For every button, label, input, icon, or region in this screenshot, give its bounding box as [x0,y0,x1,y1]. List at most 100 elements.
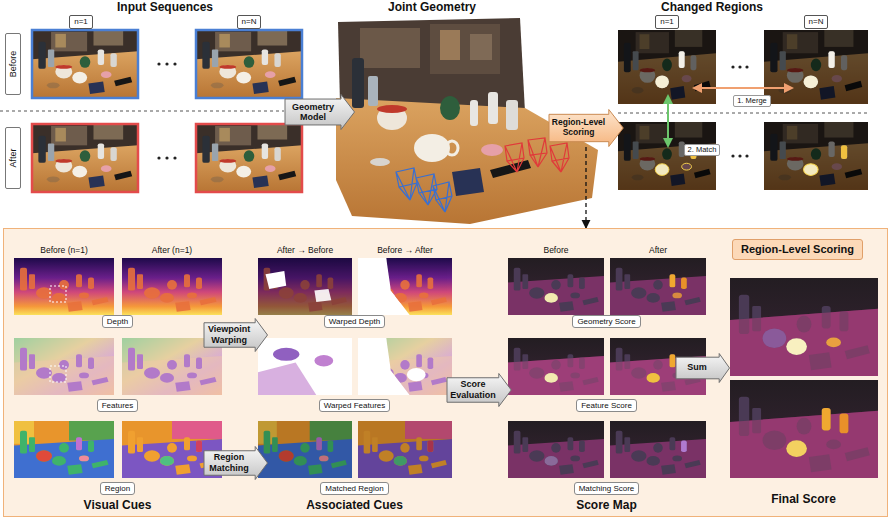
point-cloud [470,100,478,126]
panel-ground [3,228,888,517]
ellipsis-dots [173,156,176,159]
score-map-images [508,421,604,478]
point-cloud [377,105,407,113]
row-separator [0,111,284,112]
node-text: Matching Score [579,484,635,493]
score-map-images [670,274,676,287]
point-cloud [430,24,500,74]
step-label: 1. Merge [733,95,771,108]
node-text: n=N [242,17,257,26]
node-text: Region [105,484,130,493]
point-cloud [440,30,460,60]
associated-cue-images [358,338,452,395]
changed-region-frames [655,75,669,88]
node-label: Geometry Score [577,317,635,326]
changed-region-frames [764,122,868,190]
node-label: Geometry Model [289,102,337,123]
node-label: Region [105,484,130,493]
section-title: Input Sequences [117,1,213,14]
associated-cue-images [258,338,352,395]
detail-panel: Visual CuesAssociated CuesScore MapFinal… [3,228,888,517]
node-label: Features [102,401,134,410]
node-text: Score Evaluation [450,379,497,400]
score-map-images [672,293,682,299]
node-label: Sum [682,362,712,372]
associated-cue-images [358,421,452,478]
associated-cue-images [358,421,452,478]
associated-cue-images [258,258,352,315]
visual-cue-images [50,366,66,382]
score-map-images [508,258,604,315]
arrow-outline [204,318,268,351]
visual-cue-images [122,258,222,315]
score-map-images [670,354,676,367]
column-caption: After → Before [277,246,333,255]
column-caption: Before → After [377,246,433,255]
associated-cue-images [258,421,352,478]
dashed-connector [585,147,586,228]
tag-label: Region [100,482,135,495]
row-tab: After [5,127,21,189]
input-frames [196,30,302,98]
node-label: 1. Merge [737,97,767,106]
node-text: Matched Region [325,484,383,493]
changed-region-frames [618,30,716,104]
node-label: Depth [107,317,128,326]
node-text: After [8,148,18,167]
input-frames [32,30,138,98]
merge-arrow [694,87,792,89]
final-score-images [826,338,841,348]
changed-region-frames [618,30,716,104]
visual-cue-images [14,421,114,478]
visual-cue-images [50,286,66,302]
associated-cue-images [358,338,452,395]
associated-cue-images [407,368,426,381]
node-text: n=N [809,17,824,26]
point-cloud [396,168,452,212]
node-label: Region-Level Scoring [741,243,854,256]
input-frames [196,124,302,192]
node-text: n=1 [660,17,674,26]
match-arrow [667,96,669,146]
point-cloud [352,58,364,108]
node-label: Warped Features [324,401,386,410]
frame-index: n=1 [69,15,93,28]
node-text: Depth [107,317,128,326]
point-cloud [490,160,531,178]
changed-region-frames [679,51,685,68]
ellipsis-dots [157,156,160,159]
row-label: After [8,148,18,167]
associated-cue-images [358,258,452,315]
input-frames [196,124,302,192]
changed-region-frames [618,30,716,104]
arrow-outline [285,95,355,130]
tag-label: Matching Score [574,482,640,495]
score-map-images [508,338,604,395]
associated-cue-images [273,348,299,361]
changed-region-frames [618,30,868,190]
point-cloud [470,34,492,60]
final-score-images [822,408,831,430]
final-score-images [730,380,878,478]
score-map-images [610,421,706,478]
score-map-images [544,456,557,466]
node-text: Warped Features [324,401,386,410]
visual-cue-images [14,258,114,315]
frame-index: n=1 [655,15,679,28]
node-label: Region-Level Scoring [551,118,606,138]
point-cloud [360,28,420,68]
node-text: n=1 [74,17,88,26]
associated-cue-images [358,258,452,315]
node-text: Warped Depth [329,317,380,326]
associated-cue-images [258,362,316,395]
score-map-images [610,421,706,478]
node-label: 2. Match [688,146,717,155]
process-arrow: Region Matching [204,446,268,480]
final-score-images [840,414,849,434]
node-label: n=1 [74,17,88,26]
panel-heading: Visual Cues [84,499,152,512]
panel-heading: Final Score [771,493,836,506]
changed-region-frames [764,30,868,104]
associated-cue-images [358,258,452,315]
